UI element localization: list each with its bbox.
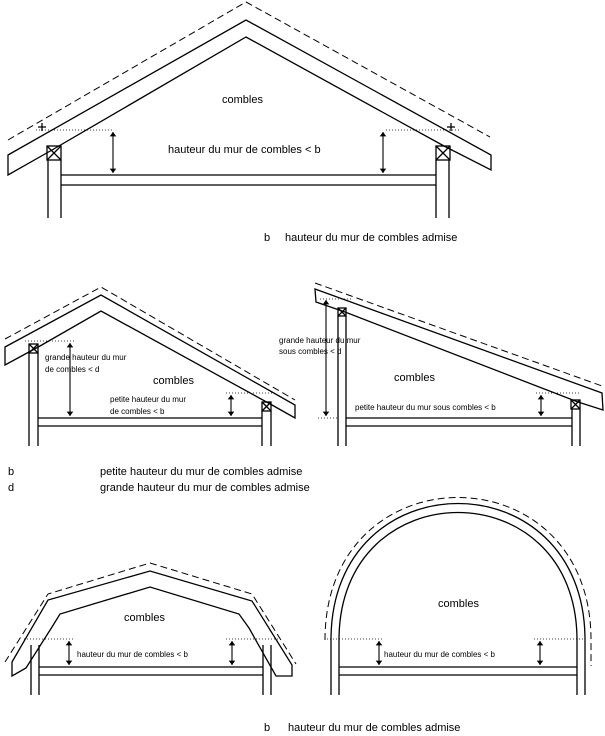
small-height-label: petite hauteur du mur sous combles < b [355, 403, 496, 412]
legend-key-b: b [8, 466, 14, 478]
wall-plate-left [28, 343, 39, 354]
big-height-line2: de combles < d [45, 365, 99, 374]
arch-inner [338, 512, 578, 695]
floor-slab [38, 417, 262, 427]
arch-outer [330, 503, 586, 695]
legend-text-b: hauteur du mur de combles admise [285, 232, 457, 244]
roof-outer-line [4, 562, 297, 665]
legend-text-b: petite hauteur du mur de combles admise [100, 466, 302, 478]
floor-slab [39, 666, 263, 676]
roof-outer-line [4, 286, 296, 401]
height-label: hauteur du mur de combles < b [77, 650, 189, 659]
wall-right [435, 160, 450, 218]
roof-slab [11, 570, 293, 678]
roof-slab [4, 294, 296, 420]
wall-left [47, 160, 62, 218]
roof-outer-line [314, 282, 603, 387]
big-height-line1: grande hauteur du mur [45, 353, 127, 362]
wall-right [571, 409, 581, 446]
roof-outer-line [7, 1, 491, 141]
legend-key-d: d [8, 482, 14, 494]
wall-right [262, 645, 272, 695]
arch-roof-diagram: combles hauteur du mur de combles < b [324, 497, 592, 695]
legend-key-b: b [264, 232, 270, 244]
gable-roof-diagram: combles hauteur du mur de combles < b b … [7, 1, 492, 244]
legend-text-d: grande hauteur du mur de combles admise [100, 482, 310, 494]
height-label: hauteur du mur de combles < b [168, 144, 321, 156]
wall-left [330, 640, 340, 695]
wall-left [337, 316, 347, 446]
shed-roof-diagram-right: grande hauteur du mur sous combles < d c… [279, 282, 604, 446]
roof-slab [314, 288, 604, 411]
height-label: hauteur du mur de combles < b [384, 650, 496, 659]
space-label: combles [394, 372, 435, 384]
wall-plate-right [435, 145, 451, 161]
space-label: combles [153, 375, 194, 387]
wall-plate-right [261, 401, 272, 412]
small-height-line2: de combles < b [110, 407, 165, 416]
wall-left [30, 645, 40, 695]
small-height-line1: petite hauteur du mur [110, 395, 186, 404]
reference-line [318, 298, 580, 419]
roof-outer-line [324, 497, 592, 666]
mansard-roof-diagram: combles hauteur du mur de combles < b [4, 562, 297, 695]
floor-slab [339, 666, 577, 676]
wall-plate-left [46, 145, 62, 161]
space-label: combles [222, 94, 263, 106]
big-height-line1: grande hauteur du mur [279, 336, 361, 345]
reference-line [25, 340, 272, 394]
asymmetric-roof-diagram-left: grande hauteur du mur de combles < d com… [4, 286, 296, 446]
wall-right [261, 411, 272, 446]
wall-plate-right [570, 399, 581, 410]
legend-key-b: b [264, 722, 270, 734]
legend-diagram2: b petite hauteur du mur de combles admis… [8, 466, 310, 494]
big-height-line2: sous combles < d [279, 347, 341, 356]
floor-slab [346, 417, 572, 427]
space-label: combles [438, 598, 479, 610]
wall-plate-left [337, 307, 347, 317]
floor-slab [61, 174, 436, 186]
legend-text-b: hauteur du mur de combles admise [288, 722, 460, 734]
space-label: combles [124, 612, 165, 624]
wall-left [28, 353, 39, 446]
